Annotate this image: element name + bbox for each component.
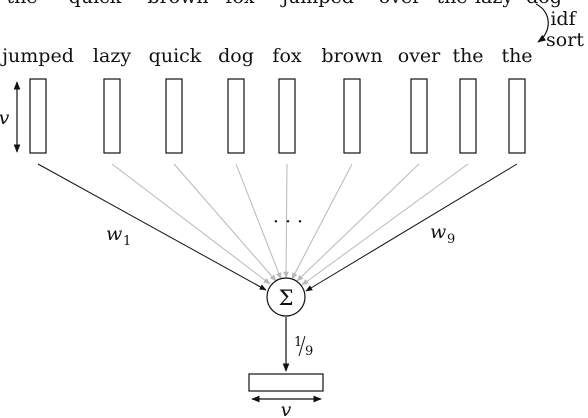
edge <box>296 163 420 282</box>
sorted-word: the <box>501 45 532 67</box>
weight-edges <box>37 163 518 292</box>
input-sentence: the quick brown fox jumped over the lazy… <box>6 0 561 8</box>
edge <box>111 163 271 285</box>
weight-sub-1: 1 <box>123 234 131 249</box>
word-vectors <box>29 78 526 154</box>
sentence-word: lazy <box>475 0 513 8</box>
sentence-word: the <box>436 0 467 8</box>
edge <box>283 163 289 279</box>
output-vector <box>248 373 324 392</box>
word-vector <box>103 78 121 154</box>
edge-w9 <box>305 163 518 292</box>
edge <box>291 163 353 280</box>
edge <box>173 163 277 282</box>
sorted-word: lazy <box>93 45 131 67</box>
word-vector <box>508 78 526 154</box>
word-vector <box>278 78 296 154</box>
sorted-word: fox <box>272 45 301 67</box>
idf-label: idf <box>550 8 577 30</box>
sorted-word: over <box>398 45 441 67</box>
output-dimension-label: v <box>281 399 292 418</box>
scale-denominator: 9 <box>305 344 313 359</box>
sorted-words: jumped lazy quick dog fox brown over the… <box>0 45 532 67</box>
sum-node <box>266 277 306 317</box>
edge <box>235 163 282 280</box>
dimension-label: v <box>0 107 10 129</box>
sorted-word: brown <box>321 45 382 67</box>
sum-symbol: Σ <box>279 286 294 310</box>
sentence-word: over <box>379 0 422 8</box>
sort-label: sort <box>546 29 584 51</box>
sorted-word: the <box>452 45 483 67</box>
word-vector <box>165 78 183 154</box>
sentence-word: jumped <box>280 0 354 8</box>
sorted-word: quick <box>149 45 202 67</box>
scale-slash <box>298 335 306 357</box>
sentence-word: brown <box>147 0 208 8</box>
word-vector <box>459 78 477 154</box>
scale-numerator: 1 <box>294 335 302 350</box>
sorted-word: jumped <box>0 45 74 67</box>
word-vector <box>343 78 361 154</box>
ellipsis: · · · <box>273 211 303 233</box>
idf-sort-arrow <box>535 3 549 43</box>
word-vector <box>29 78 47 154</box>
word-vector <box>410 78 428 154</box>
sentence-word: fox <box>225 0 254 8</box>
weight-label-w1: w <box>106 223 122 245</box>
edge <box>301 163 469 286</box>
word-vector <box>227 78 245 154</box>
sentence-word: quick <box>69 0 122 8</box>
sorted-word: dog <box>218 45 254 67</box>
weight-sub-9: 9 <box>447 232 455 247</box>
edge-w1 <box>37 163 267 291</box>
sentence-word: the <box>6 0 37 8</box>
sentence-word: dog <box>526 0 562 8</box>
weight-label-w9: w <box>430 221 446 243</box>
